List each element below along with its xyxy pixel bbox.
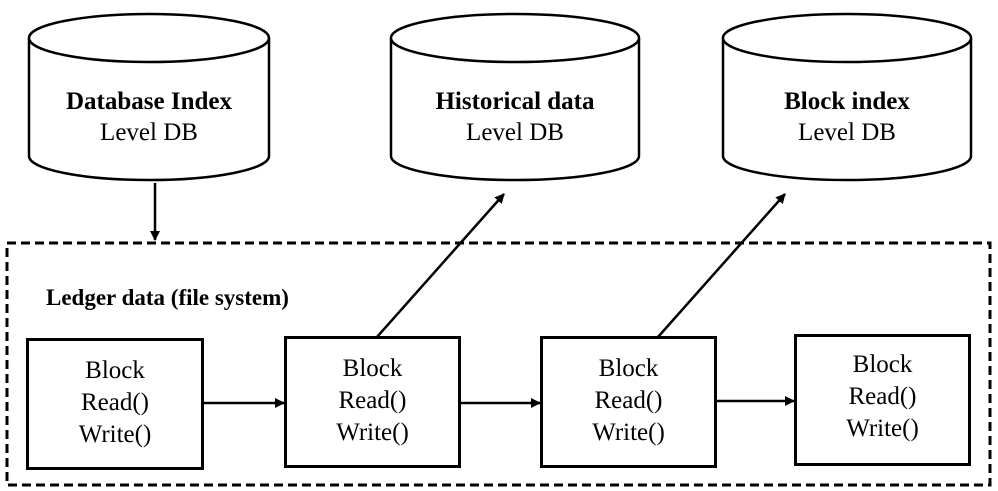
block-write: Write() [336, 419, 409, 446]
block-write: Write() [592, 419, 665, 446]
block-box: Block Read() Write() [284, 336, 461, 468]
block-box: Block Read() Write() [540, 336, 717, 468]
database-title: Historical data [435, 88, 595, 115]
database-title: Block index [784, 88, 910, 115]
ledger-title: Ledger data (file system) [46, 285, 289, 310]
database-title: Database Index [66, 88, 232, 115]
block-name: Block [85, 357, 145, 384]
block-read: Read() [848, 383, 917, 410]
block-name: Block [598, 355, 659, 382]
block-index-label: Block index Level DB [723, 86, 971, 149]
ledger-boundary [5, 241, 992, 487]
block-box: Block Read() Write() [26, 338, 204, 470]
block-box: Block Read() Write() [794, 334, 971, 466]
block-name: Block [852, 351, 913, 378]
database-cylinder-historical [389, 12, 641, 182]
database-subtitle: Level DB [798, 119, 896, 147]
arrow-block3-to-blockindex [657, 193, 786, 338]
block-write: Write() [78, 421, 152, 448]
database-cylinder-block-index [721, 12, 973, 182]
block-name: Block [342, 355, 403, 382]
database-index-label: Database Index Level DB [29, 86, 269, 149]
arrow-block2-to-historical [376, 193, 505, 338]
historical-data-label: Historical data Level DB [391, 86, 639, 149]
database-subtitle: Level DB [466, 119, 564, 147]
block-read: Read() [80, 389, 150, 416]
database-subtitle: Level DB [100, 119, 198, 147]
block-write: Write() [846, 415, 919, 442]
block-read: Read() [594, 387, 663, 414]
block-read: Read() [338, 387, 407, 414]
database-cylinder-index [27, 12, 271, 182]
